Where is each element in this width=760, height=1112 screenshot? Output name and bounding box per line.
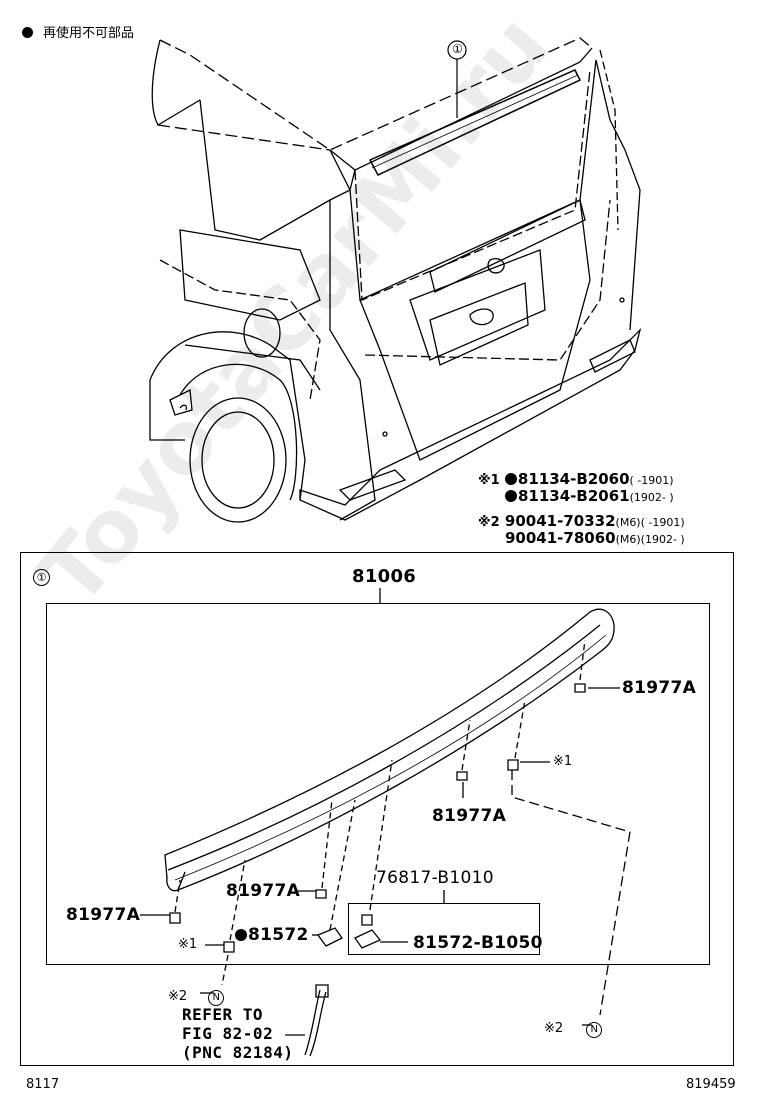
refer-note: REFER TO FIG 82-02 (PNC 82184): [182, 1005, 294, 1062]
note-1-mark: ※1: [478, 473, 500, 488]
non-reusable-dot-icon: [235, 929, 247, 941]
note-2-mark: ※2: [478, 515, 500, 530]
note-2-row-2: 90041-78060(M6)(1902- ): [505, 529, 685, 547]
note-1-mark-left: ※1: [178, 937, 198, 952]
note-2-row-1: ※2 90041-70332(M6)( -1901): [478, 512, 685, 530]
non-reusable-dot-icon: [504, 473, 517, 485]
note-1-range-2: (1902- ): [629, 491, 674, 504]
clip-part-number-right: 81977A: [622, 678, 697, 698]
note-1-pn-2: 81134-B2061: [518, 487, 630, 505]
nut-n-icon: N: [208, 990, 225, 1006]
note-2-ref-right: ※2 N: [544, 1017, 603, 1038]
legend-text: 再使用不可部品: [43, 26, 135, 41]
note-2-ref-left: ※2 N: [168, 985, 225, 1006]
note-2-range-2: (M6)(1902- ): [615, 533, 685, 546]
detail-frame: [20, 552, 734, 1066]
callout-1-detail: ①: [33, 566, 50, 586]
note-1-range-1: ( -1901): [629, 474, 674, 487]
assembly-part-number: 81006: [352, 566, 417, 587]
assembly-frame: [46, 603, 710, 965]
note-1-mark-right: ※1: [553, 754, 573, 769]
bulb-part-number: 81572-B1050: [413, 933, 543, 953]
footer-page-code: 8117: [26, 1077, 60, 1092]
callout-1-top: ①: [452, 42, 463, 56]
note-1-pn-1: 81134-B2060: [517, 470, 630, 488]
note-1-row-1: ※1 81134-B2060( -1901): [478, 470, 674, 488]
non-reusable-dot-icon: [22, 27, 33, 38]
lamp-part-number: 81572: [235, 925, 309, 945]
note-2-pn-2: 90041-78060: [505, 529, 616, 547]
note-2-pn-1: 90041-70332: [504, 512, 616, 530]
bulb-set-frame: [348, 903, 540, 955]
non-reusable-dot-icon: [505, 490, 517, 502]
footer-figure-number: 819459: [686, 1077, 736, 1092]
legend: 再使用不可部品: [22, 22, 134, 41]
clip-part-number-lower: 81977A: [226, 881, 301, 901]
note-2-range-1: (M6)( -1901): [615, 516, 685, 529]
bulb-set-part-number: 76817-B1010: [376, 868, 494, 888]
nut-n-icon: N: [586, 1022, 603, 1038]
clip-part-number-left: 81977A: [66, 905, 141, 925]
note-1-row-2: 81134-B2061(1902- ): [505, 487, 674, 505]
clip-part-number-middle: 81977A: [432, 806, 507, 826]
